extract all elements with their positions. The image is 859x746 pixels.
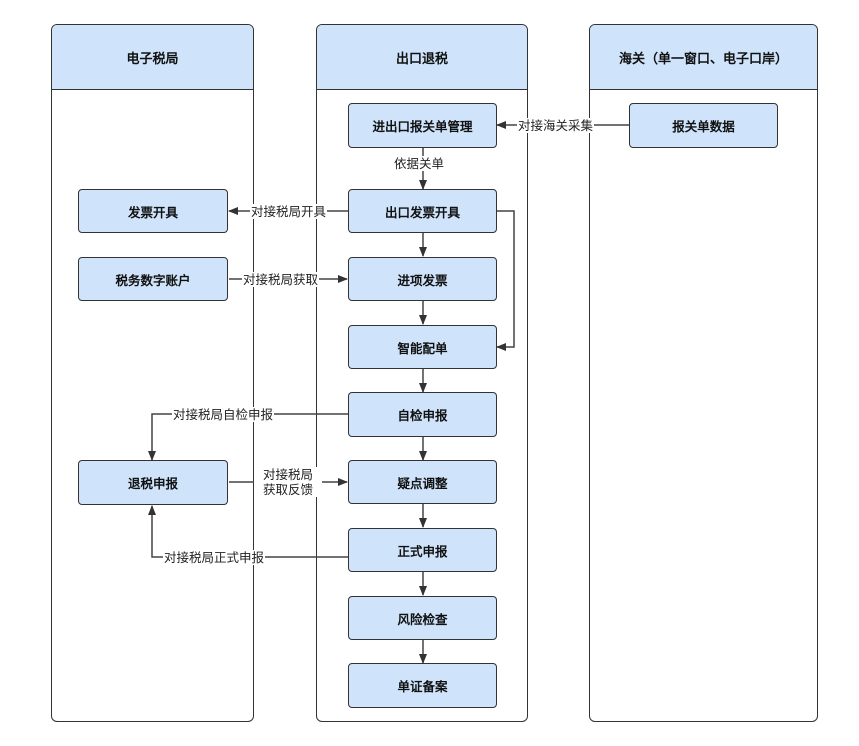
- node-doc-filing: 单证备案: [348, 663, 497, 708]
- label-bureau-self-check: 对接税局自检申报: [172, 407, 275, 422]
- node-formal-declare: 正式申报: [348, 528, 497, 572]
- label-bureau-feedback: 对接税局 获取反馈: [254, 467, 322, 497]
- edge-bureau-self-check: [148, 413, 349, 461]
- node-digital-account: 税务数字账户: [78, 257, 228, 301]
- node-smart-match: 智能配单: [348, 325, 497, 369]
- node-doubt-adjust: 疑点调整: [348, 460, 497, 504]
- label-customs-collect: 对接海关采集: [517, 118, 595, 133]
- node-self-check: 自检申报: [348, 392, 497, 437]
- label-bureau-fetch: 对接税局获取: [242, 272, 320, 287]
- lane-title-customs: 海关（单一窗口、电子口岸）: [590, 25, 817, 90]
- lane-title-export-refund: 出口退税: [317, 25, 527, 90]
- node-input-invoice: 进项发票: [348, 257, 497, 301]
- node-risk-check: 风险检查: [348, 596, 497, 640]
- lane-title-tax-bureau: 电子税局: [52, 25, 253, 90]
- node-refund-declare: 退税申报: [78, 460, 228, 505]
- label-bureau-formal: 对接税局正式申报: [163, 550, 266, 565]
- lane-tax-bureau: 电子税局: [51, 24, 254, 722]
- edge-bureau-formal: [148, 505, 349, 558]
- label-bureau-issue: 对接税局开具: [250, 204, 328, 219]
- node-customs-data: 报关单数据: [629, 103, 778, 148]
- label-by-declaration: 依据关单: [393, 156, 446, 171]
- node-invoice-issue: 发票开具: [78, 189, 228, 233]
- edge-invoicing-to-match: [496, 210, 515, 351]
- node-export-invoicing: 出口发票开具: [348, 189, 497, 233]
- label-bureau-feedback-line2: 获取反馈: [262, 482, 313, 497]
- node-declaration-mgmt: 进出口报关单管理: [348, 103, 497, 148]
- lane-customs: 海关（单一窗口、电子口岸）: [589, 24, 818, 722]
- label-bureau-feedback-line1: 对接税局: [262, 467, 313, 482]
